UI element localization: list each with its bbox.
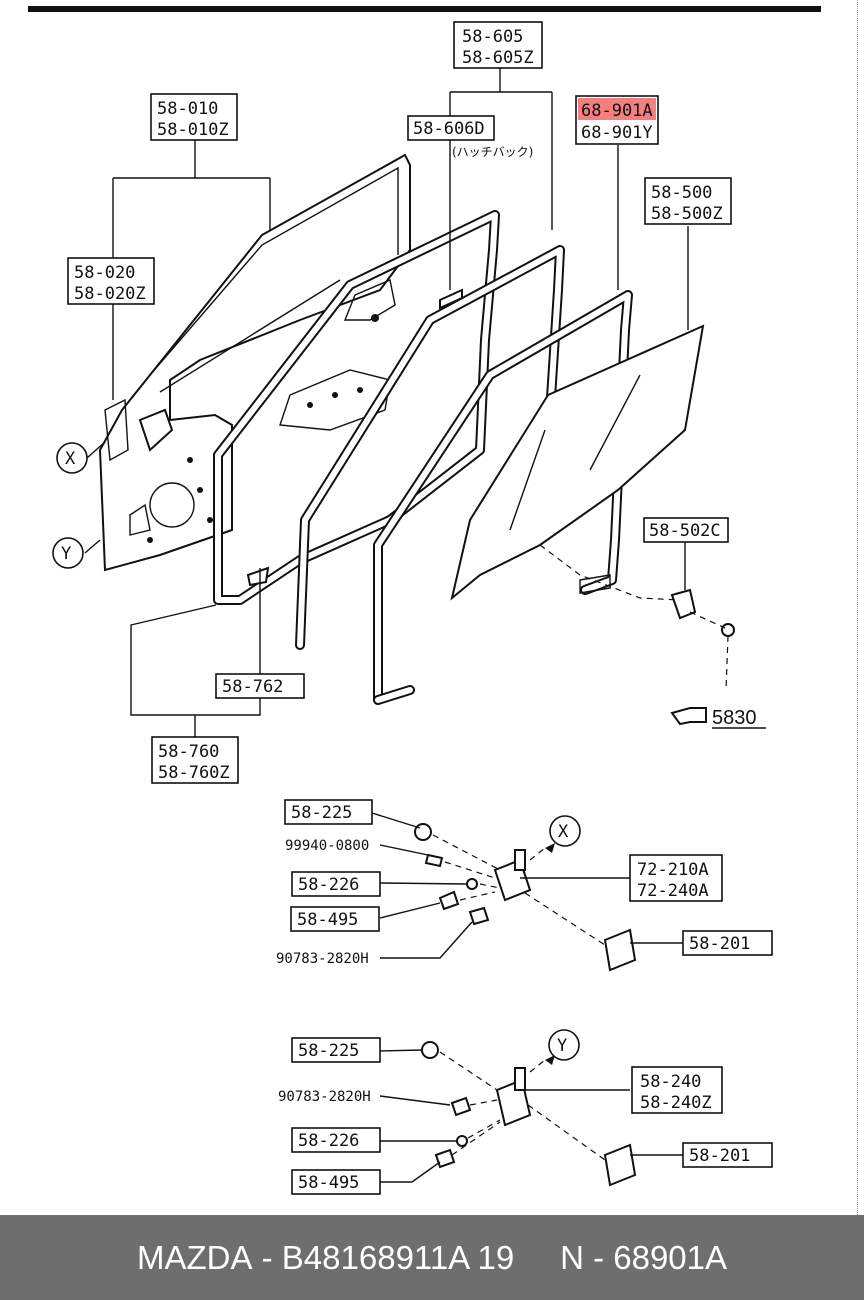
- svg-text:58-760: 58-760: [158, 742, 219, 762]
- svg-text:58-225: 58-225: [298, 1041, 359, 1061]
- footer-ref: N - 68901A: [560, 1238, 728, 1276]
- label-h2-58-201: 58-201: [682, 1142, 773, 1168]
- svg-text:58-500: 58-500: [651, 183, 712, 203]
- svg-text:(ハッチバック): (ハッチバック): [452, 145, 533, 159]
- hinge-58-240: [495, 1078, 532, 1127]
- bolt-h2-58-495: [434, 1148, 456, 1169]
- svg-text:58-240Z: 58-240Z: [640, 1093, 712, 1113]
- label-68-901: 68-901A 68-901Y: [575, 95, 659, 145]
- weatherstrip-58-500: [295, 245, 565, 650]
- svg-text:58-605: 58-605: [462, 27, 523, 47]
- svg-text:58-226: 58-226: [298, 1131, 359, 1151]
- svg-text:72-240A: 72-240A: [637, 881, 709, 901]
- label-h1-72-210: 72-210A 72-240A: [629, 854, 723, 902]
- label-58-762: 58-762: [215, 673, 305, 699]
- pin-99940: [424, 853, 444, 868]
- parts-diagram: 58-605 58-605Z 58-010 58-010Z 58-606D (ハ…: [28, 6, 821, 1195]
- footer-gap: [514, 1239, 560, 1277]
- door-glass: [450, 324, 705, 601]
- footer-brand: MAZDA: [136, 1238, 253, 1276]
- svg-text:58-020Z: 58-020Z: [74, 284, 146, 304]
- footer-separator: -: [261, 1238, 273, 1276]
- svg-text:58-606D: 58-606D: [413, 119, 485, 139]
- svg-text:58-605Z: 58-605Z: [462, 48, 534, 68]
- label-h2-58-240: 58-240 58-240Z: [631, 1066, 723, 1114]
- molding-58-606d: [439, 288, 463, 310]
- svg-text:58-760Z: 58-760Z: [158, 763, 230, 783]
- right-edge-dotted: [857, 0, 861, 1215]
- footer-part-number: B48168911A 19: [281, 1238, 515, 1276]
- bolt-58-495: [438, 890, 460, 911]
- ref-5830: 5830: [670, 707, 766, 729]
- circle-y-marker: Y: [52, 537, 84, 569]
- plate-h2-58-201: [603, 1143, 637, 1187]
- svg-text:58-226: 58-226: [298, 875, 359, 895]
- circle-y-hinge: Y: [548, 1029, 580, 1061]
- svg-text:Y: Y: [61, 544, 71, 564]
- hinge-upper-group: X 58-225 99940-0800 58-226 58-495 90783-…: [276, 799, 773, 972]
- washer-h2-58-226: [456, 1135, 468, 1147]
- footer-sep2: [273, 1239, 282, 1277]
- bolt-58-225: [414, 823, 432, 841]
- label-h1-58-495: 58-495: [290, 906, 380, 932]
- label-h1-58-225: 58-225: [284, 799, 373, 825]
- label-58-010: 58-010 58-010Z: [150, 93, 238, 141]
- top-rule: [28, 6, 821, 12]
- screw-5830: [721, 623, 735, 637]
- svg-text:Y: Y: [557, 1036, 567, 1056]
- bolt-h2-58-225: [421, 1041, 439, 1059]
- svg-text:58-010Z: 58-010Z: [157, 120, 229, 140]
- svg-text:58-225: 58-225: [291, 803, 352, 823]
- svg-text:58-762: 58-762: [222, 677, 283, 697]
- svg-text:58-020: 58-020: [74, 263, 135, 283]
- run-channel-68-901: [373, 290, 633, 705]
- weatherstrip-58-760: [213, 210, 500, 605]
- footer-sep: [252, 1239, 261, 1277]
- label-h2-58-225: 58-225: [291, 1037, 381, 1063]
- washer-58-226: [466, 878, 478, 890]
- circle-x-hinge: X: [549, 815, 581, 847]
- pointing-hand-icon: [670, 707, 707, 726]
- highlight-68-901a: [578, 98, 656, 120]
- label-58-605: 58-605 58-605Z: [453, 21, 543, 69]
- svg-text:58-502C: 58-502C: [649, 521, 721, 541]
- label-58-500: 58-500 58-500Z: [644, 177, 732, 225]
- svg-text:58-495: 58-495: [298, 1173, 359, 1193]
- label-h1-90783: 90783-2820H: [276, 951, 369, 967]
- fastener-58-762: [246, 566, 270, 587]
- svg-text:X: X: [65, 449, 76, 469]
- plate-58-201: [603, 928, 637, 972]
- label-58-020: 58-020 58-020Z: [67, 257, 155, 305]
- hinge-lower-group: Y 58-225 90783-2820H 58-226 58-495 58-24…: [278, 1029, 773, 1195]
- svg-text:5830: 5830: [712, 707, 757, 729]
- svg-text:X: X: [558, 822, 569, 842]
- label-58-502c: 58-502C: [643, 517, 729, 543]
- svg-text:72-210A: 72-210A: [637, 860, 709, 880]
- footer-bar: MAZDA - B48168911A 19 N - 68901A: [0, 1215, 864, 1300]
- bolt-90783: [468, 906, 490, 926]
- label-h1-58-226: 58-226: [291, 871, 381, 897]
- door-shell: [98, 153, 411, 572]
- label-h2-90783: 90783-2820H: [278, 1089, 371, 1105]
- svg-text:58-240: 58-240: [640, 1072, 701, 1092]
- svg-text:68-901Y: 68-901Y: [581, 123, 653, 143]
- label-h2-58-495: 58-495: [291, 1169, 381, 1195]
- label-h2-58-226: 58-226: [291, 1127, 381, 1153]
- svg-text:58-495: 58-495: [297, 910, 358, 930]
- circle-x-marker: X: [56, 442, 88, 474]
- label-58-760: 58-760 58-760Z: [151, 736, 239, 784]
- clip-58-502c: [670, 588, 697, 620]
- svg-text:68-901A: 68-901A: [581, 101, 653, 121]
- svg-text:58-201: 58-201: [689, 1146, 750, 1166]
- bolt-h2-90783: [450, 1096, 472, 1117]
- label-h1-58-201: 58-201: [682, 930, 773, 956]
- label-58-606d: 58-606D (ハッチバック): [407, 115, 533, 159]
- svg-text:58-201: 58-201: [689, 934, 750, 954]
- label-h1-99940: 99940-0800: [285, 838, 369, 854]
- svg-text:58-500Z: 58-500Z: [651, 204, 723, 224]
- svg-text:58-010: 58-010: [157, 99, 218, 119]
